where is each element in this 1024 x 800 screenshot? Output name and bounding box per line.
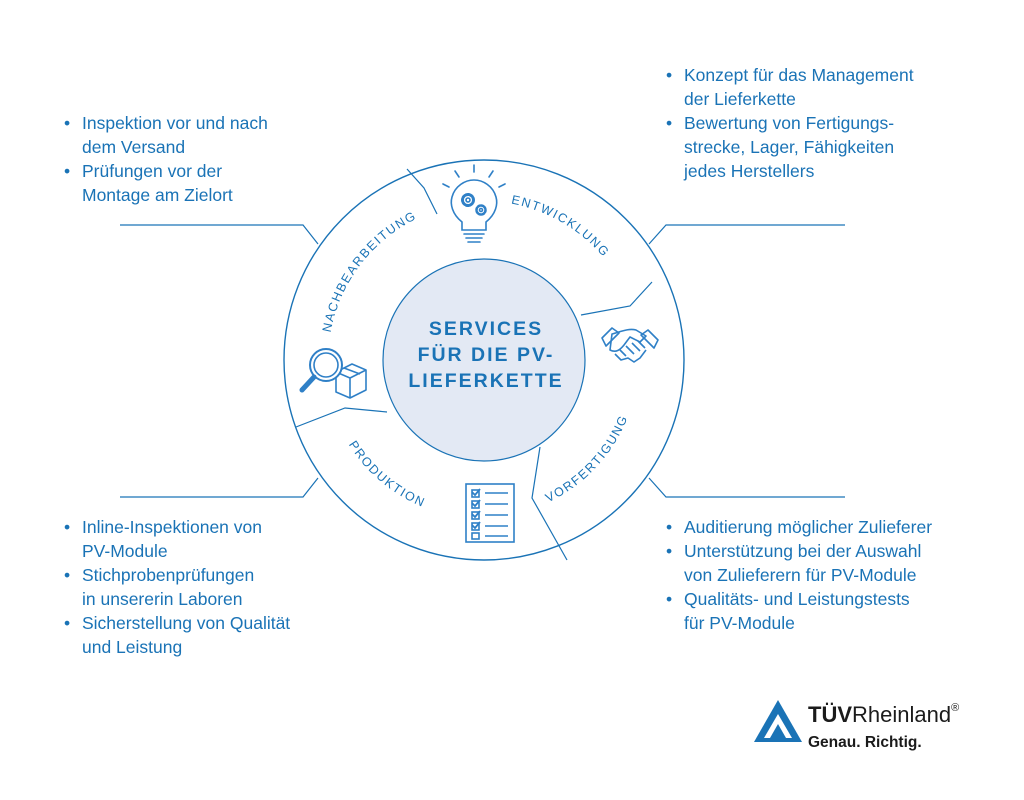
bullet-line: Qualitäts- und Leistungstests xyxy=(664,587,994,611)
bullet-line: Unterstützung bei der Auswahl xyxy=(664,539,994,563)
center-title-line-3: LIEFERKETTE xyxy=(408,370,563,392)
bullet-line: in unsererin Laboren xyxy=(82,589,243,609)
magnifier-box-icon xyxy=(299,348,367,399)
connector-bottom-left xyxy=(120,477,319,498)
divider-right xyxy=(580,281,653,316)
bullet-list-bottom-right: Auditierung möglicher ZuliefererUnterstü… xyxy=(664,515,994,635)
bullet-line: strecke, Lager, Fähigkeiten xyxy=(684,137,895,157)
divider-top xyxy=(406,168,438,215)
bullet-line: Bewertung von Fertigungs- xyxy=(664,111,984,135)
logo-registered: ® xyxy=(951,702,960,714)
logo-brand: TÜVRheinland® xyxy=(808,702,959,728)
center-title: SERVICES FÜR DIE PV- LIEFERKETTE xyxy=(408,318,563,392)
bullet-line: Montage am Zielort xyxy=(82,185,233,205)
logo-brand-bold: TÜV xyxy=(808,702,852,727)
lightbulb-gears-icon xyxy=(442,164,506,243)
segment-label-produktion: PRODUKTION xyxy=(346,438,428,510)
center-title-line-1: SERVICES xyxy=(429,318,543,340)
bullet-line: für PV-Module xyxy=(684,613,795,633)
bullet-line: jedes Herstellers xyxy=(684,161,815,181)
bullet-line: dem Versand xyxy=(82,137,186,157)
bullet-line: Sicherstellung von Qualität xyxy=(62,611,362,635)
logo-brand-regular: Rheinland xyxy=(852,702,952,727)
bullet-line: Auditierung möglicher Zulieferer xyxy=(664,515,994,539)
divider-bottom xyxy=(531,446,568,561)
tuv-triangle-icon xyxy=(754,700,802,742)
bullet-line: Prüfungen vor der xyxy=(62,159,322,183)
connector-bottom-right xyxy=(648,477,845,498)
tuv-rheinland-logo: TÜVRheinland® Genau. Richtig. xyxy=(752,698,992,762)
bullet-line: Inspektion vor und nach xyxy=(62,111,322,135)
bullet-line: und Leistung xyxy=(82,637,183,657)
segment-label-entwicklung: ENTWICKLUNG xyxy=(510,193,612,260)
checklist-icon xyxy=(465,483,515,543)
bullet-line: PV-Module xyxy=(82,541,168,561)
bullet-line: Inline-Inspektionen von xyxy=(62,515,362,539)
bullet-list-bottom-left: Inline-Inspektionen vonPV-ModuleStichpro… xyxy=(62,515,362,659)
bullet-line: der Lieferkette xyxy=(684,89,796,109)
handshake-icon xyxy=(601,327,659,363)
center-circle xyxy=(382,258,586,462)
bullet-line: Konzept für das Management xyxy=(664,63,984,87)
outer-ring xyxy=(283,159,685,561)
logo-tagline: Genau. Richtig. xyxy=(808,734,922,751)
bullet-line: von Zulieferern für PV-Module xyxy=(684,565,917,585)
center-title-line-2: FÜR DIE PV- xyxy=(418,343,555,366)
connector-top-right xyxy=(648,224,845,245)
bullet-line: Stichprobenprüfungen xyxy=(62,563,362,587)
connector-top-left xyxy=(120,224,319,245)
divider-left xyxy=(295,407,388,428)
